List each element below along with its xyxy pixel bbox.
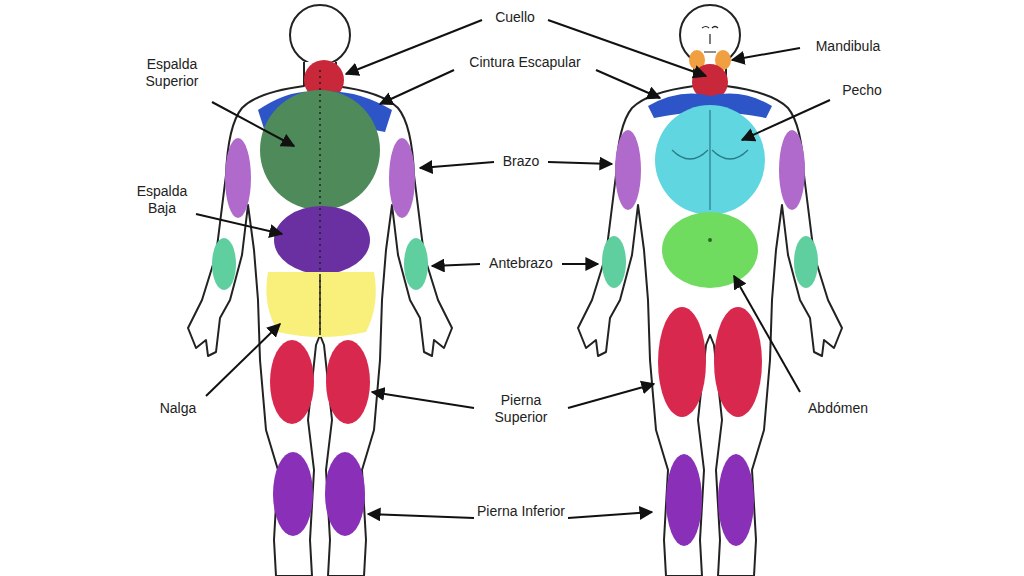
back-figure xyxy=(188,5,452,576)
lower-leg-region xyxy=(325,452,365,536)
region-label: Pierna Superior xyxy=(475,392,567,426)
body-outline xyxy=(188,5,452,576)
region-label: Brazo xyxy=(495,153,547,170)
abdomen-region xyxy=(662,212,758,288)
forearm-region xyxy=(602,236,626,288)
leader-arrow xyxy=(206,324,280,396)
arm-region xyxy=(225,138,251,218)
region-label: Nalga xyxy=(148,400,208,417)
lower-leg-region xyxy=(666,454,702,546)
region-label: Cuello xyxy=(480,9,550,26)
forearm-region xyxy=(212,238,236,290)
body-outline xyxy=(578,5,842,576)
buttock-region xyxy=(266,272,375,337)
lower-leg-region xyxy=(718,454,754,546)
leader-arrow xyxy=(372,392,474,408)
leader-arrow xyxy=(732,48,800,60)
region-label: Mandibula xyxy=(806,38,890,55)
leader-arrow xyxy=(568,512,652,518)
region-label: Espalda Superior xyxy=(129,56,215,90)
leader-arrow xyxy=(734,276,800,392)
leader-arrow xyxy=(368,514,474,518)
leader-arrow xyxy=(562,263,598,265)
leader-arrow xyxy=(742,100,830,140)
region-label: Abdómen xyxy=(800,400,876,417)
navel-dot xyxy=(708,238,712,242)
forearm-region xyxy=(794,236,818,288)
arm-region xyxy=(389,138,415,218)
face-lines xyxy=(702,27,718,53)
leader-arrow xyxy=(432,264,480,266)
arm-region xyxy=(779,130,805,210)
upper-leg-region xyxy=(270,340,314,424)
leader-arrow xyxy=(196,214,282,234)
upper-leg-region xyxy=(714,307,762,417)
chest-region xyxy=(655,105,765,215)
chest-lines xyxy=(672,110,748,210)
leader-arrow xyxy=(346,20,482,74)
lower-back-region xyxy=(274,206,370,274)
leader-arrow xyxy=(548,162,612,164)
leader-arrow xyxy=(380,70,454,104)
region-label: Cintura Escapular xyxy=(455,54,595,71)
leader-arrows xyxy=(196,20,830,518)
region-label: Antebrazo xyxy=(480,255,562,272)
region-label: Pierna Inferior xyxy=(475,503,567,520)
arm-region xyxy=(615,130,641,210)
front-figure xyxy=(578,5,842,576)
leader-arrow xyxy=(568,384,654,408)
lower-leg-region xyxy=(273,452,313,536)
upper-leg-region xyxy=(658,307,706,417)
leader-arrow xyxy=(420,162,494,168)
region-label: Espalda Baja xyxy=(126,183,198,217)
leader-arrow xyxy=(212,102,294,146)
forearm-region xyxy=(404,238,428,290)
upper-leg-region xyxy=(326,340,370,424)
spine-line xyxy=(319,70,321,330)
region-label: Pecho xyxy=(832,82,892,99)
leader-arrow xyxy=(596,70,660,98)
